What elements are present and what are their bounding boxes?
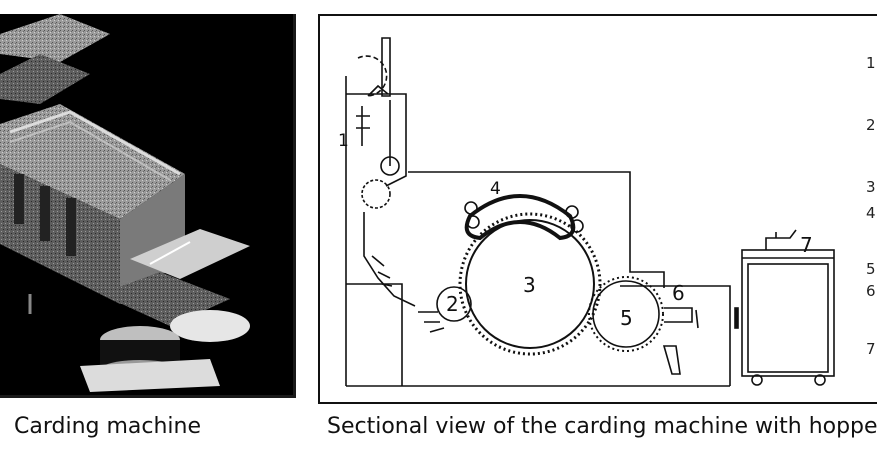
doffer-clothing <box>588 276 664 352</box>
label-5: 5 <box>620 306 633 330</box>
legend-number-6: 6 <box>866 282 876 300</box>
flats-pulley-left-2 <box>466 215 480 229</box>
coiler-can-unit <box>741 249 835 377</box>
legend-number-5: 5 <box>866 260 876 278</box>
carding-machine-illustration <box>0 14 293 395</box>
legend-number-1: 1 <box>866 54 876 72</box>
carding-machine-sectional-diagram: 1 2 3 4 5 6 7 1 2 3 4 5 6 7 <box>318 14 877 404</box>
revolving-flats <box>464 194 576 241</box>
feed-plate <box>418 311 445 333</box>
can-wheel-right <box>814 374 826 386</box>
coiler-can-inner <box>747 263 829 373</box>
label-7: 7 <box>800 233 813 257</box>
carding-machine-photo <box>0 14 296 398</box>
lower-frame-left <box>346 283 403 386</box>
feed-chute-path <box>363 212 416 307</box>
frame-right-outline <box>620 285 731 386</box>
delivery-rolls <box>664 307 693 323</box>
legend-number-7: 7 <box>866 340 876 358</box>
label-4: 4 <box>490 179 501 199</box>
web-guide <box>695 309 699 329</box>
can-guide <box>734 307 739 329</box>
main-cylinder <box>465 219 595 349</box>
hopper-chute-top <box>381 37 391 97</box>
label-3: 3 <box>523 273 536 297</box>
label-1: 1 <box>338 131 349 151</box>
flats-pulley-left <box>464 201 478 215</box>
frame-top-outline <box>408 171 665 288</box>
reserve-roll <box>361 179 391 209</box>
caption-carding-machine: Carding machine <box>14 414 202 439</box>
legend-number-4: 4 <box>866 204 876 222</box>
sectional-view-drawing: 1 2 3 4 5 6 7 1 2 3 4 5 6 7 <box>338 37 876 387</box>
legend-number-2: 2 <box>866 116 876 134</box>
can-wheel-left <box>751 374 763 386</box>
coiler-trumpet <box>662 345 681 375</box>
hopper-roller <box>380 156 400 176</box>
feed-duct-outlet <box>367 84 389 97</box>
label-6: 6 <box>672 281 685 305</box>
label-2: 2 <box>446 292 459 316</box>
cylinder-clothing <box>458 212 602 356</box>
legend-number-3: 3 <box>866 178 876 196</box>
feed-box-parts <box>356 106 370 146</box>
doffer <box>592 280 660 348</box>
licker-in <box>436 286 472 322</box>
flats-pulley-right <box>565 205 579 219</box>
coiler-head <box>765 229 797 250</box>
hopper-body <box>346 93 407 187</box>
caption-sectional-view: Sectional view of the carding machine wi… <box>327 414 877 439</box>
